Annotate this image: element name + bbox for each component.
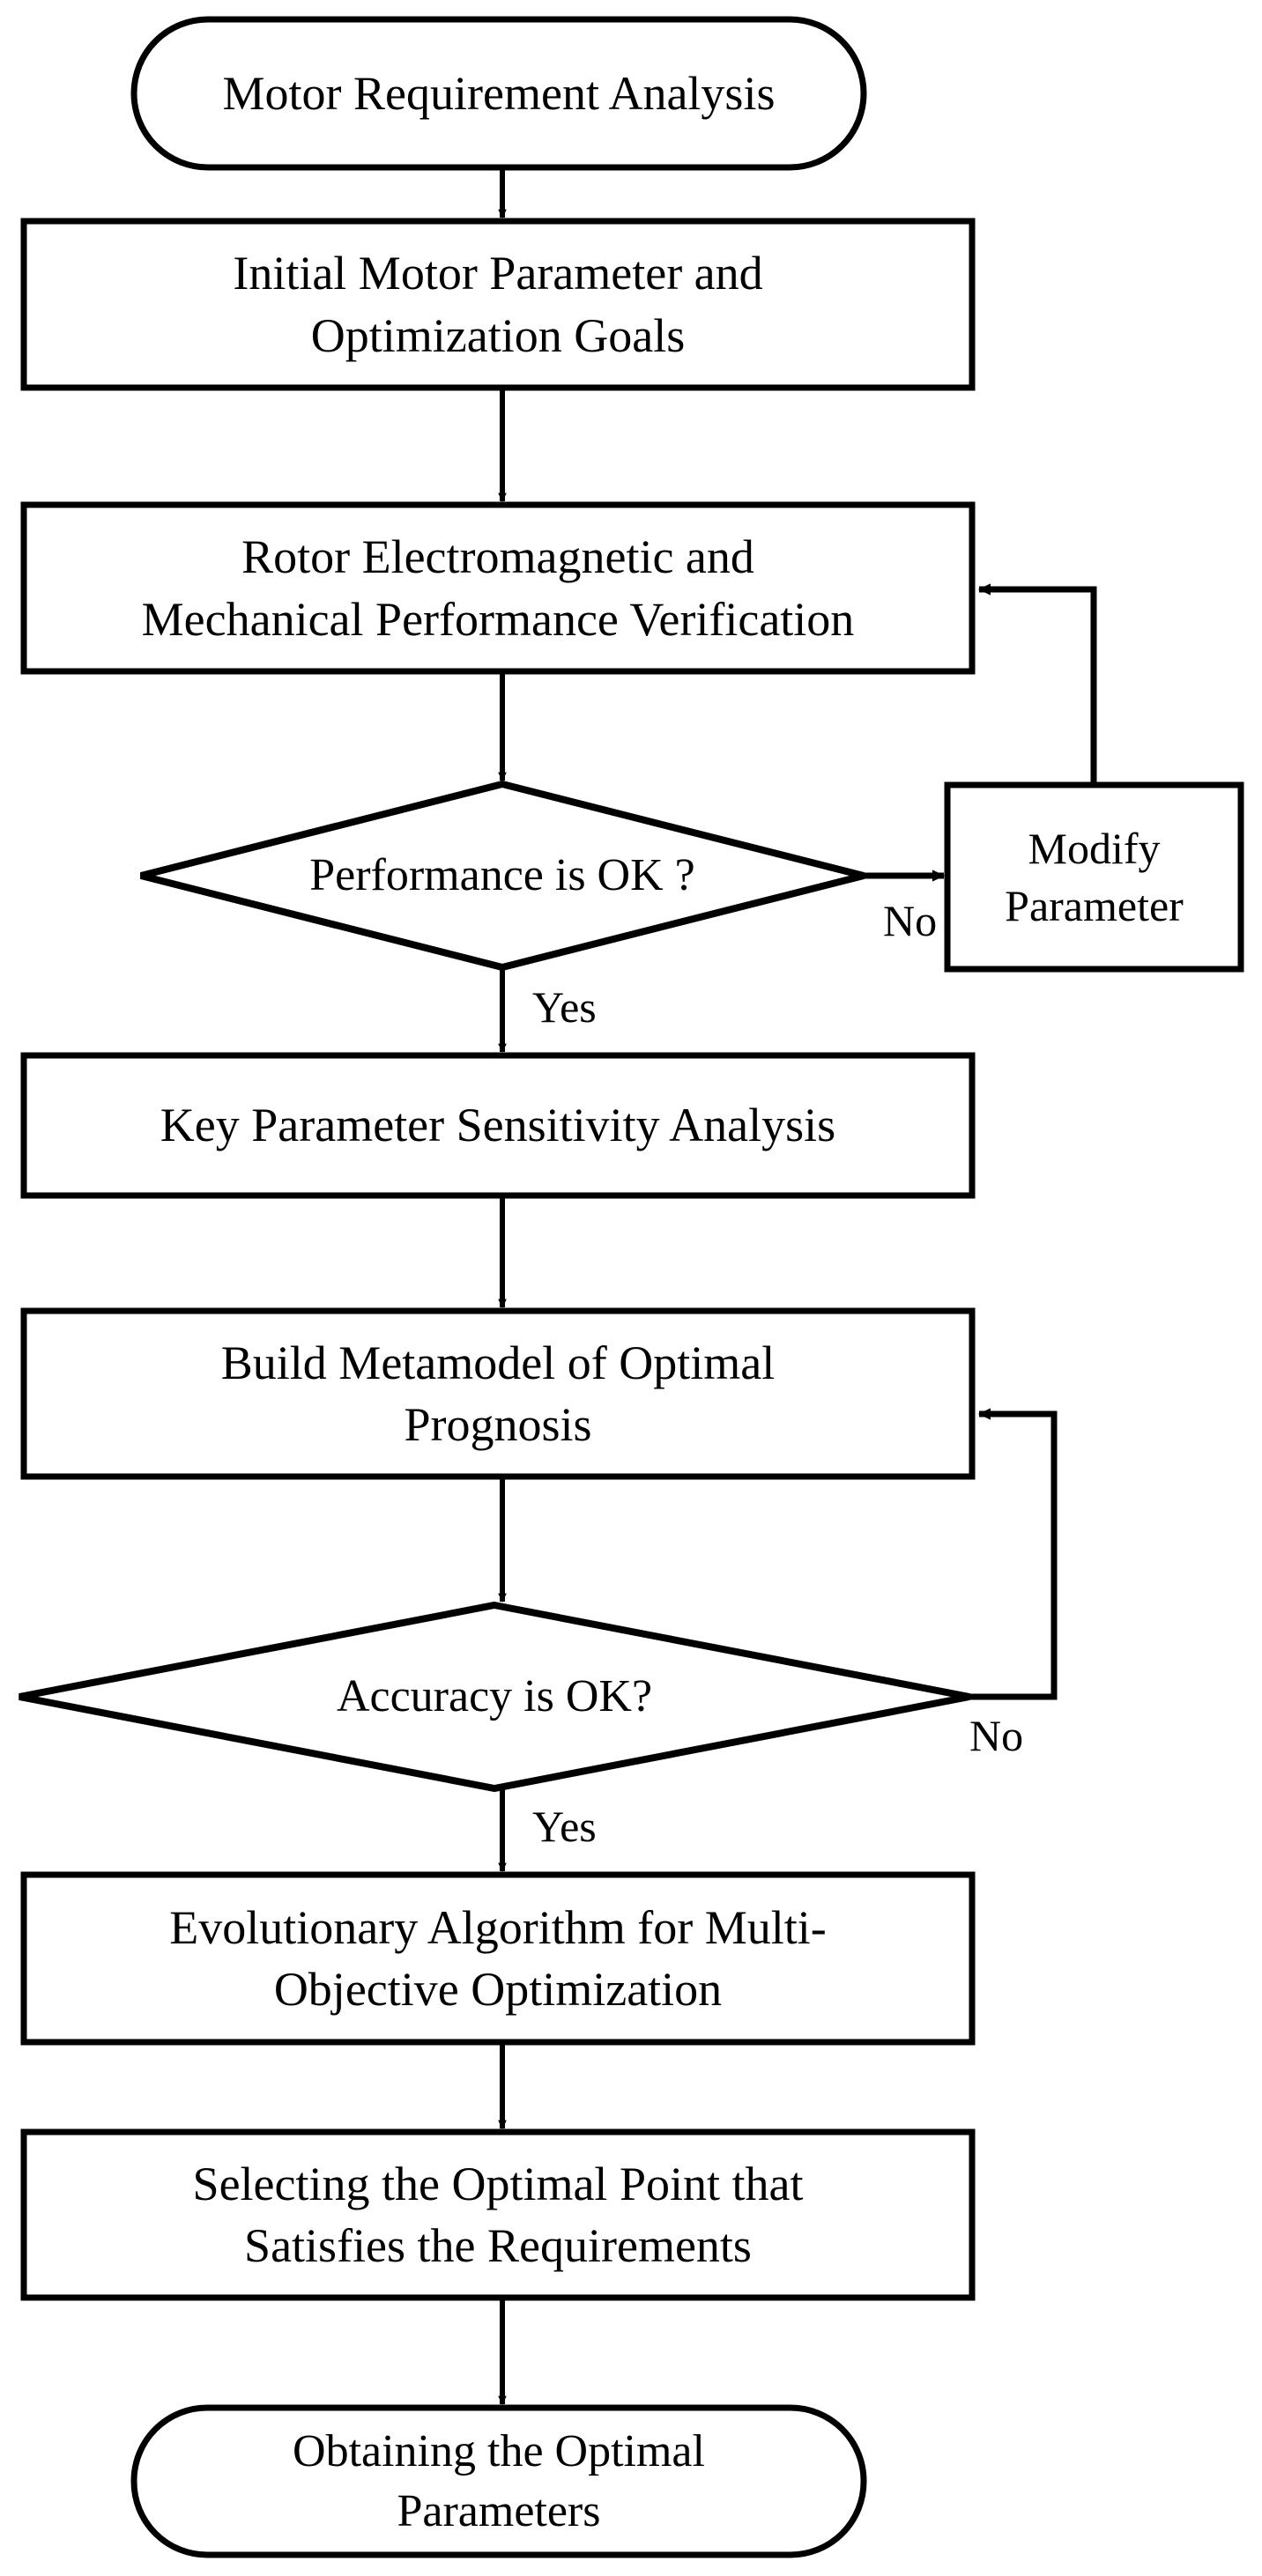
node-shape-accuracy-decision xyxy=(19,1601,970,1793)
node-shape-performance-decision xyxy=(140,780,865,972)
edge-label-accuracy-yes: Yes xyxy=(532,1802,597,1851)
node-shape-modify-parameter xyxy=(944,781,1244,973)
edge-label-performance-yes: Yes xyxy=(532,982,597,1032)
edge-label-performance-no: No xyxy=(883,896,938,945)
node-shape-evolutionary xyxy=(20,1871,976,2046)
node-shape-initial xyxy=(20,218,976,391)
node-shape-rotor xyxy=(20,501,976,675)
edge-modify-to-rotor-feedback xyxy=(977,583,1097,785)
node-shape-select-optimal xyxy=(20,2128,976,2301)
node-shape-metamodel xyxy=(20,1307,976,1480)
node-shape-sensitivity xyxy=(20,1052,976,1199)
node-shape-end xyxy=(130,2404,867,2558)
node-shape-start xyxy=(130,16,867,171)
edge-label-accuracy-no: No xyxy=(969,1711,1024,1760)
edge-accuracy-no-to-metamodel-feedback xyxy=(969,1408,1058,1700)
